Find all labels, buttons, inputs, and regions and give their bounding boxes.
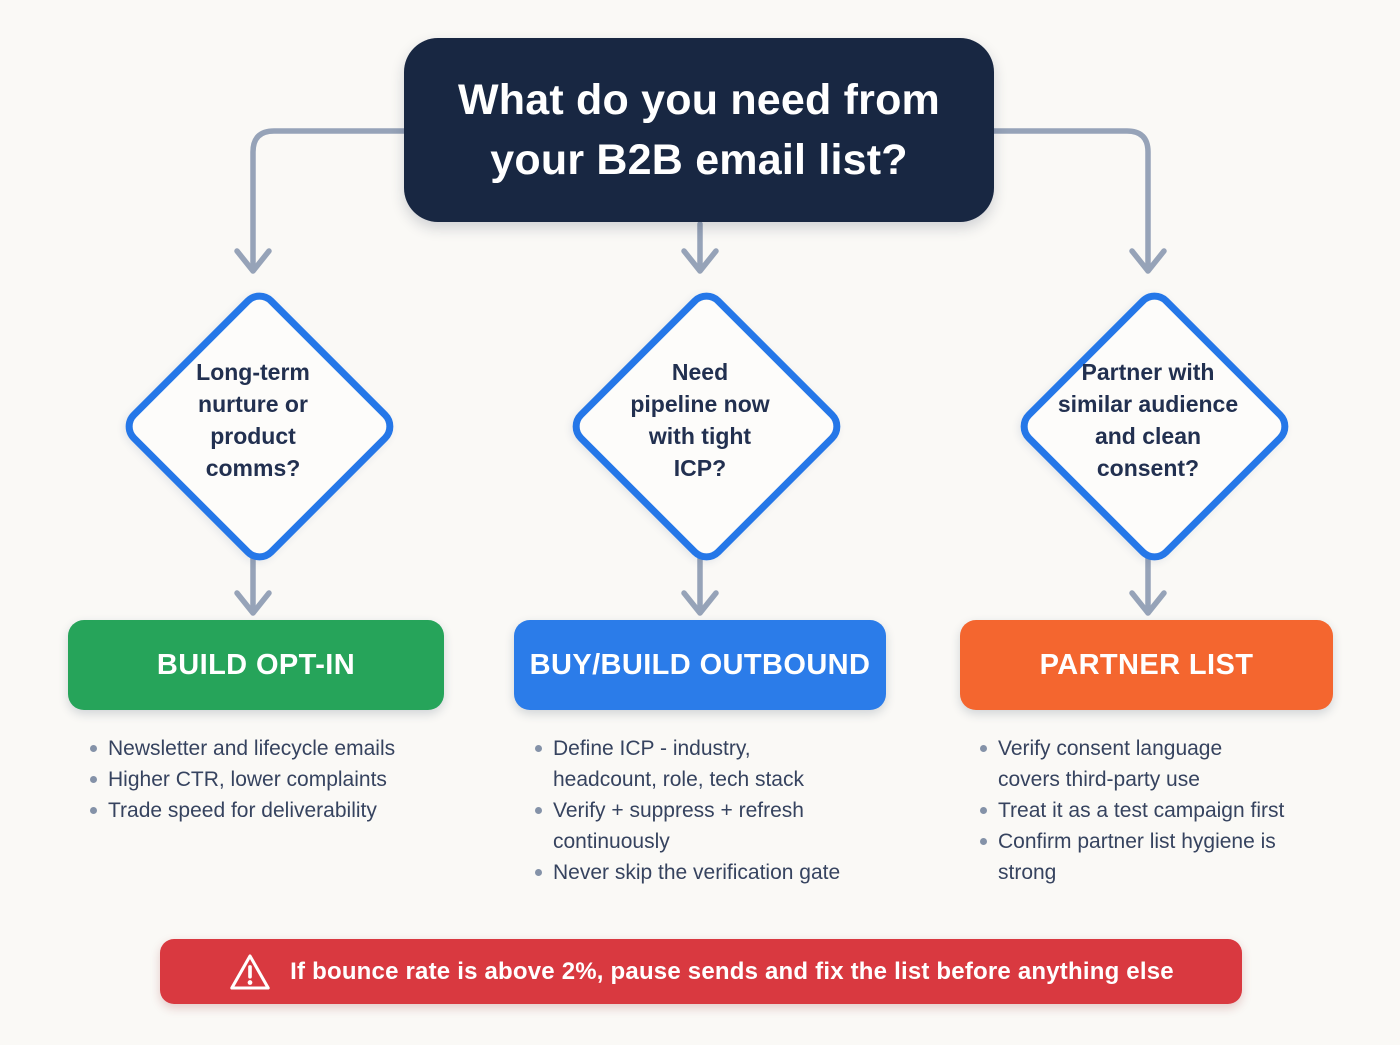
- outcome-box-buy-build-outbound: BUY/BUILD OUTBOUND: [514, 620, 886, 710]
- outcome-box-build-opt-in: BUILD OPT-IN: [68, 620, 444, 710]
- outcome-label-partner-list: PARTNER LIST: [1039, 648, 1254, 681]
- arrow-root-to-diamond-2: [681, 221, 719, 274]
- bullet-list-partner-list: Verify consent language covers third-par…: [976, 733, 1348, 888]
- bullet-list-build-opt-in: Newsletter and lifecycle emails Higher C…: [86, 733, 458, 826]
- decision-question-3: Partner with similar audience and clean …: [1057, 359, 1239, 481]
- list-item: Higher CTR, lower complaints: [86, 764, 458, 795]
- root-question-text: What do you need from your B2B email lis…: [458, 76, 940, 184]
- bullet-list-buy-build-outbound: Define ICP - industry, headcount, role, …: [531, 733, 895, 888]
- list-item: Trade speed for deliverability: [86, 795, 458, 826]
- outcome-label-buy-build-outbound: BUY/BUILD OUTBOUND: [529, 648, 871, 681]
- root-question-box: What do you need from your B2B email lis…: [404, 38, 994, 222]
- outcome-box-partner-list: PARTNER LIST: [960, 620, 1333, 710]
- arrow-diamond-3-to-outcome: [1129, 550, 1167, 616]
- list-item: Newsletter and lifecycle emails: [86, 733, 458, 764]
- warning-triangle-icon: [230, 953, 270, 990]
- list-item: Treat it as a test campaign first: [976, 795, 1348, 826]
- arrow-root-to-diamond-3: [991, 128, 1167, 274]
- outcome-label-build-opt-in: BUILD OPT-IN: [156, 648, 356, 681]
- decision-question-2: Need pipeline now with tight ICP?: [630, 359, 770, 481]
- list-item: Verify + suppress + refresh continuously: [531, 795, 895, 857]
- warning-text: If bounce rate is above 2%, pause sends …: [290, 957, 1174, 985]
- list-item: Define ICP - industry, headcount, role, …: [531, 733, 895, 795]
- decision-question-1: Long-term nurture or product comms?: [196, 359, 310, 481]
- arrow-diamond-2-to-outcome: [681, 550, 719, 616]
- arrow-root-to-diamond-1: [234, 128, 407, 274]
- list-item: Never skip the verification gate: [531, 857, 895, 888]
- list-item: Verify consent language covers third-par…: [976, 733, 1348, 795]
- warning-banner: If bounce rate is above 2%, pause sends …: [160, 939, 1242, 1004]
- list-item: Confirm partner list hygiene is strong: [976, 826, 1348, 888]
- arrow-diamond-1-to-outcome: [234, 550, 272, 616]
